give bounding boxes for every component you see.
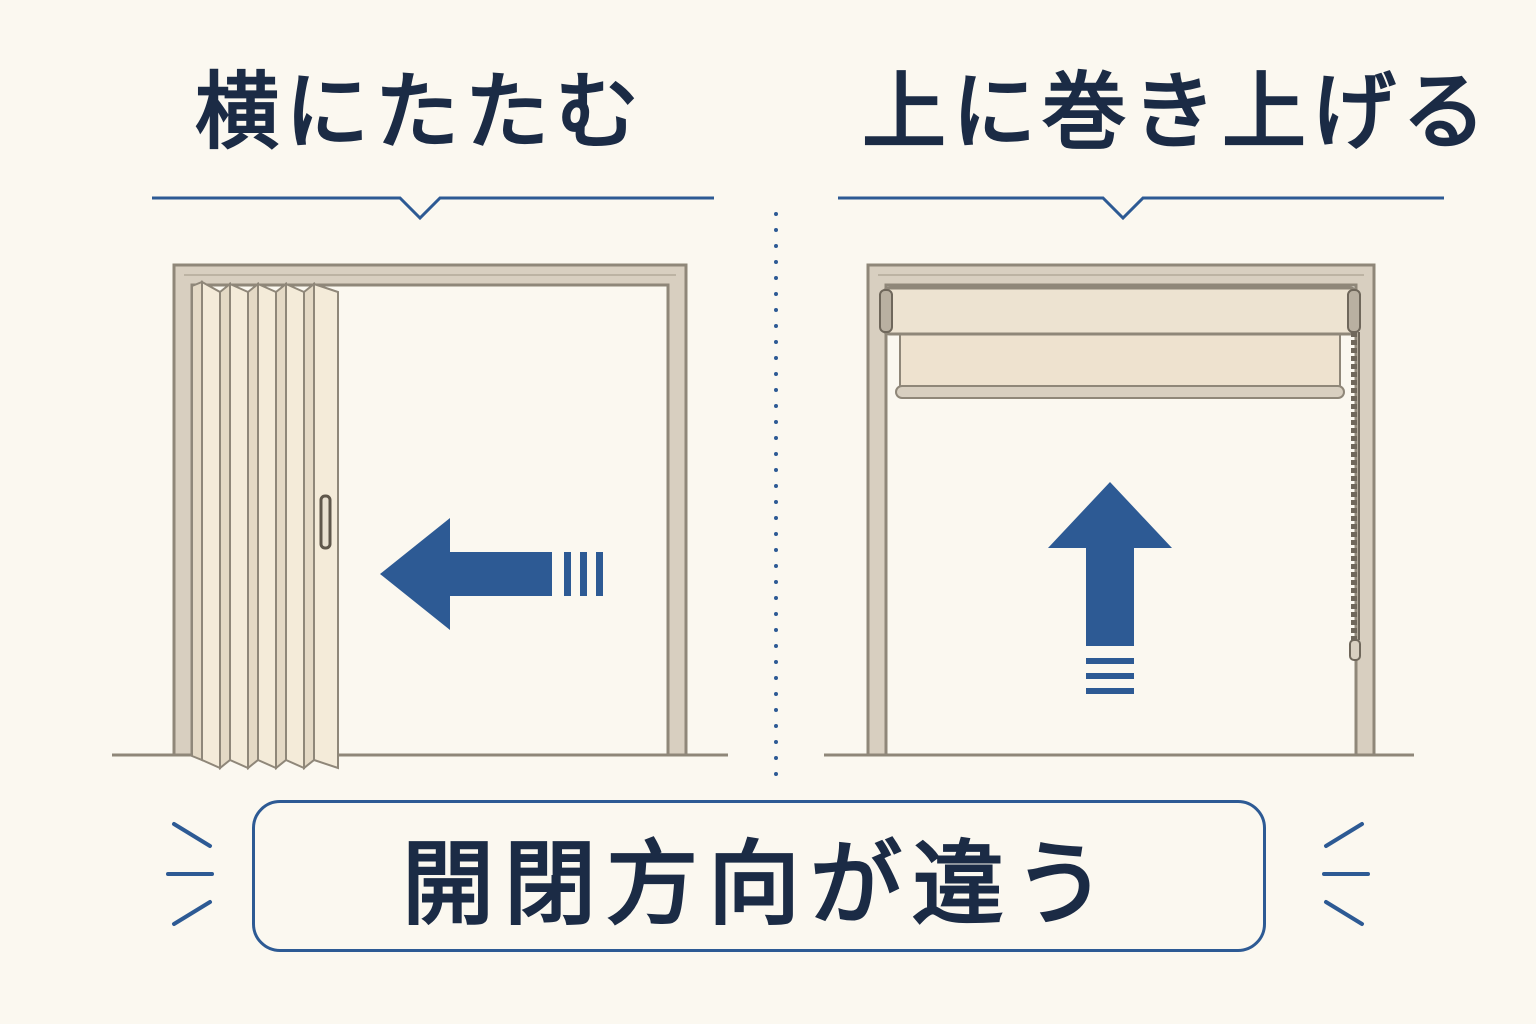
folded-panel	[247, 281, 259, 771]
folded-panel	[201, 280, 221, 770]
arrow-up-icon	[1048, 482, 1172, 694]
emphasis-lines-left	[166, 822, 214, 926]
window-frame-right	[866, 263, 1376, 757]
heading-fold-sideways: 横にたたむ	[195, 62, 646, 161]
emphasis-lines-right	[1322, 822, 1370, 926]
door-handle	[319, 494, 332, 550]
arrow-left-icon	[380, 518, 603, 630]
folded-panel	[257, 282, 277, 770]
folded-panel	[285, 282, 305, 770]
pull-chain	[1349, 332, 1361, 661]
folded-panel	[229, 282, 249, 770]
roller-end-cap	[879, 289, 893, 333]
folded-panel	[219, 281, 231, 771]
bottom-bar	[895, 385, 1345, 399]
roller-tube	[880, 286, 1360, 336]
folded-panel	[303, 281, 315, 771]
heading-pointer-line-left	[152, 196, 714, 221]
folded-panel	[275, 281, 287, 771]
folded-panels	[191, 280, 339, 771]
roller-blind-illustration	[824, 263, 1414, 757]
caption-text: 開閉方向が違う	[401, 829, 1116, 938]
folded-panel	[191, 280, 203, 762]
accordion-door-illustration	[112, 263, 728, 771]
heading-pointer-line-right	[838, 196, 1444, 221]
caption-box: 開閉方向が違う	[252, 800, 1266, 952]
roller-end-cap	[1347, 289, 1361, 333]
shade-fabric	[899, 331, 1341, 389]
heading-roll-up: 上に巻き上げる	[862, 62, 1493, 161]
